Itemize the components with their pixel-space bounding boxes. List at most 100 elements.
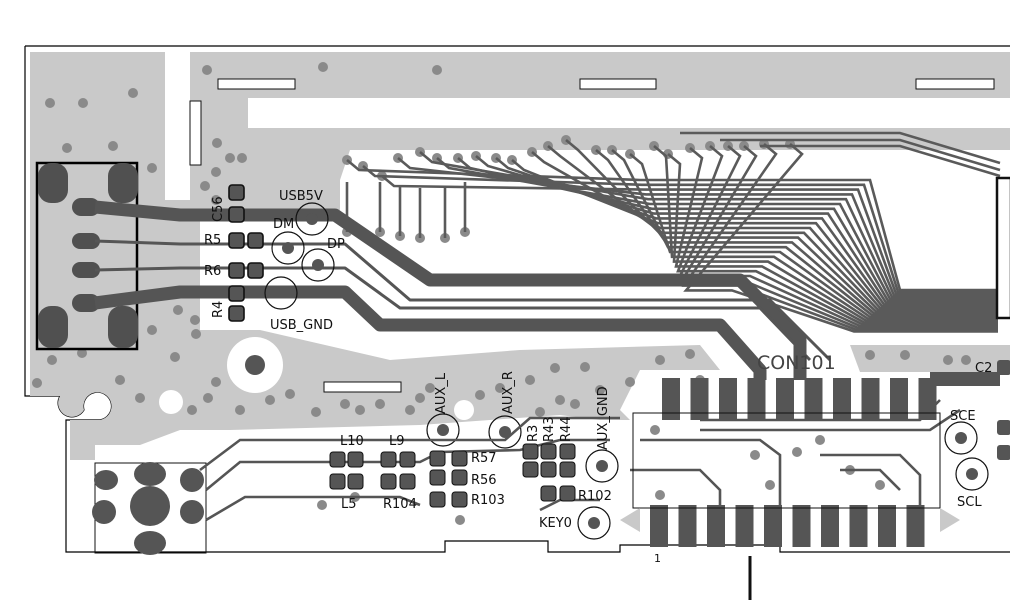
via	[203, 393, 213, 403]
via	[62, 143, 72, 153]
via	[200, 181, 210, 191]
bus-trace	[760, 144, 1001, 178]
via	[190, 315, 200, 325]
smd-pad	[429, 450, 446, 467]
label-pin1: 1	[654, 552, 661, 565]
header-pad	[690, 378, 709, 420]
via	[202, 65, 212, 75]
via	[865, 350, 875, 360]
label-r5: R5	[204, 233, 221, 248]
switch-footprint	[92, 462, 207, 555]
label-key0: KEY0	[539, 516, 572, 531]
via	[425, 383, 435, 393]
connector-pad	[707, 505, 725, 547]
smd-pad	[522, 461, 539, 478]
via	[405, 405, 415, 415]
via	[595, 385, 605, 395]
via	[815, 435, 825, 445]
bus-trace	[629, 153, 998, 319]
header-pad	[890, 378, 908, 420]
via	[108, 141, 118, 151]
bus-trace	[436, 157, 998, 301]
via	[432, 65, 442, 75]
via	[550, 363, 560, 373]
via	[685, 349, 695, 359]
smd-pad	[429, 491, 446, 508]
label-l9: L9	[389, 434, 405, 449]
label-r4: R4	[211, 301, 226, 318]
test-points	[264, 202, 989, 540]
header-pad	[662, 378, 680, 420]
bus-trace	[346, 159, 998, 292]
via	[340, 399, 350, 409]
smd-pad	[329, 473, 346, 490]
label-dm: DM	[273, 217, 294, 232]
via	[495, 383, 505, 393]
con101-pads-top	[662, 378, 937, 420]
connector-pad	[878, 505, 896, 547]
bus-trace	[531, 151, 998, 310]
via	[318, 62, 328, 72]
smd-pad	[559, 485, 576, 502]
smd-pad	[329, 451, 346, 468]
label-sce: SCE	[950, 409, 976, 424]
label-con101: CON101	[757, 352, 836, 374]
label-l5: L5	[341, 497, 357, 512]
label-r104: R104	[383, 497, 417, 512]
via	[170, 352, 180, 362]
smd-pad	[399, 451, 416, 468]
smd-pad	[380, 473, 397, 490]
label-r44: R44	[559, 416, 574, 442]
via	[525, 375, 535, 385]
smd-pad	[347, 451, 364, 468]
header-pad	[804, 378, 823, 420]
connector-pad	[821, 505, 839, 547]
via	[235, 405, 245, 415]
bus-trace	[511, 159, 998, 308]
silk-slots	[189, 78, 995, 393]
bus-trace	[676, 145, 998, 326]
smd-pad	[380, 451, 397, 468]
bus-trace	[720, 138, 1001, 172]
label-l10: L10	[340, 434, 364, 449]
via	[625, 377, 635, 387]
via	[792, 447, 802, 457]
label-r56: R56	[471, 473, 497, 488]
bus-trace	[495, 157, 998, 306]
smd-pad	[559, 443, 576, 460]
label-r57: R57	[471, 451, 497, 466]
via	[415, 393, 425, 403]
label-usb5v: USB5V	[279, 189, 323, 204]
label-r6: R6	[204, 264, 221, 279]
via	[875, 480, 885, 490]
label-r103: R103	[471, 493, 505, 508]
smd-pad	[451, 450, 468, 467]
bus-trace	[680, 131, 1001, 165]
connector-pad	[678, 505, 697, 547]
via	[225, 153, 235, 163]
smd-pad	[399, 473, 416, 490]
via	[311, 407, 321, 417]
trace-stub	[930, 372, 1000, 386]
header-pad	[918, 378, 937, 420]
right-edge-component	[995, 176, 1010, 460]
via	[765, 480, 775, 490]
smd-pad	[559, 461, 576, 478]
bus-trace	[667, 153, 998, 322]
via	[265, 395, 275, 405]
via	[943, 355, 953, 365]
via	[135, 393, 145, 403]
smd-pads-left	[228, 184, 264, 322]
smd-pad	[540, 461, 557, 478]
con101-outline	[632, 412, 941, 509]
smd-pad	[540, 485, 557, 502]
via	[655, 490, 665, 500]
via	[355, 405, 365, 415]
smd-pad	[429, 469, 446, 486]
via	[580, 362, 590, 372]
via	[375, 399, 385, 409]
smd-pad	[522, 443, 539, 460]
label-dp: DP	[327, 237, 345, 252]
smd-pad	[451, 491, 468, 508]
